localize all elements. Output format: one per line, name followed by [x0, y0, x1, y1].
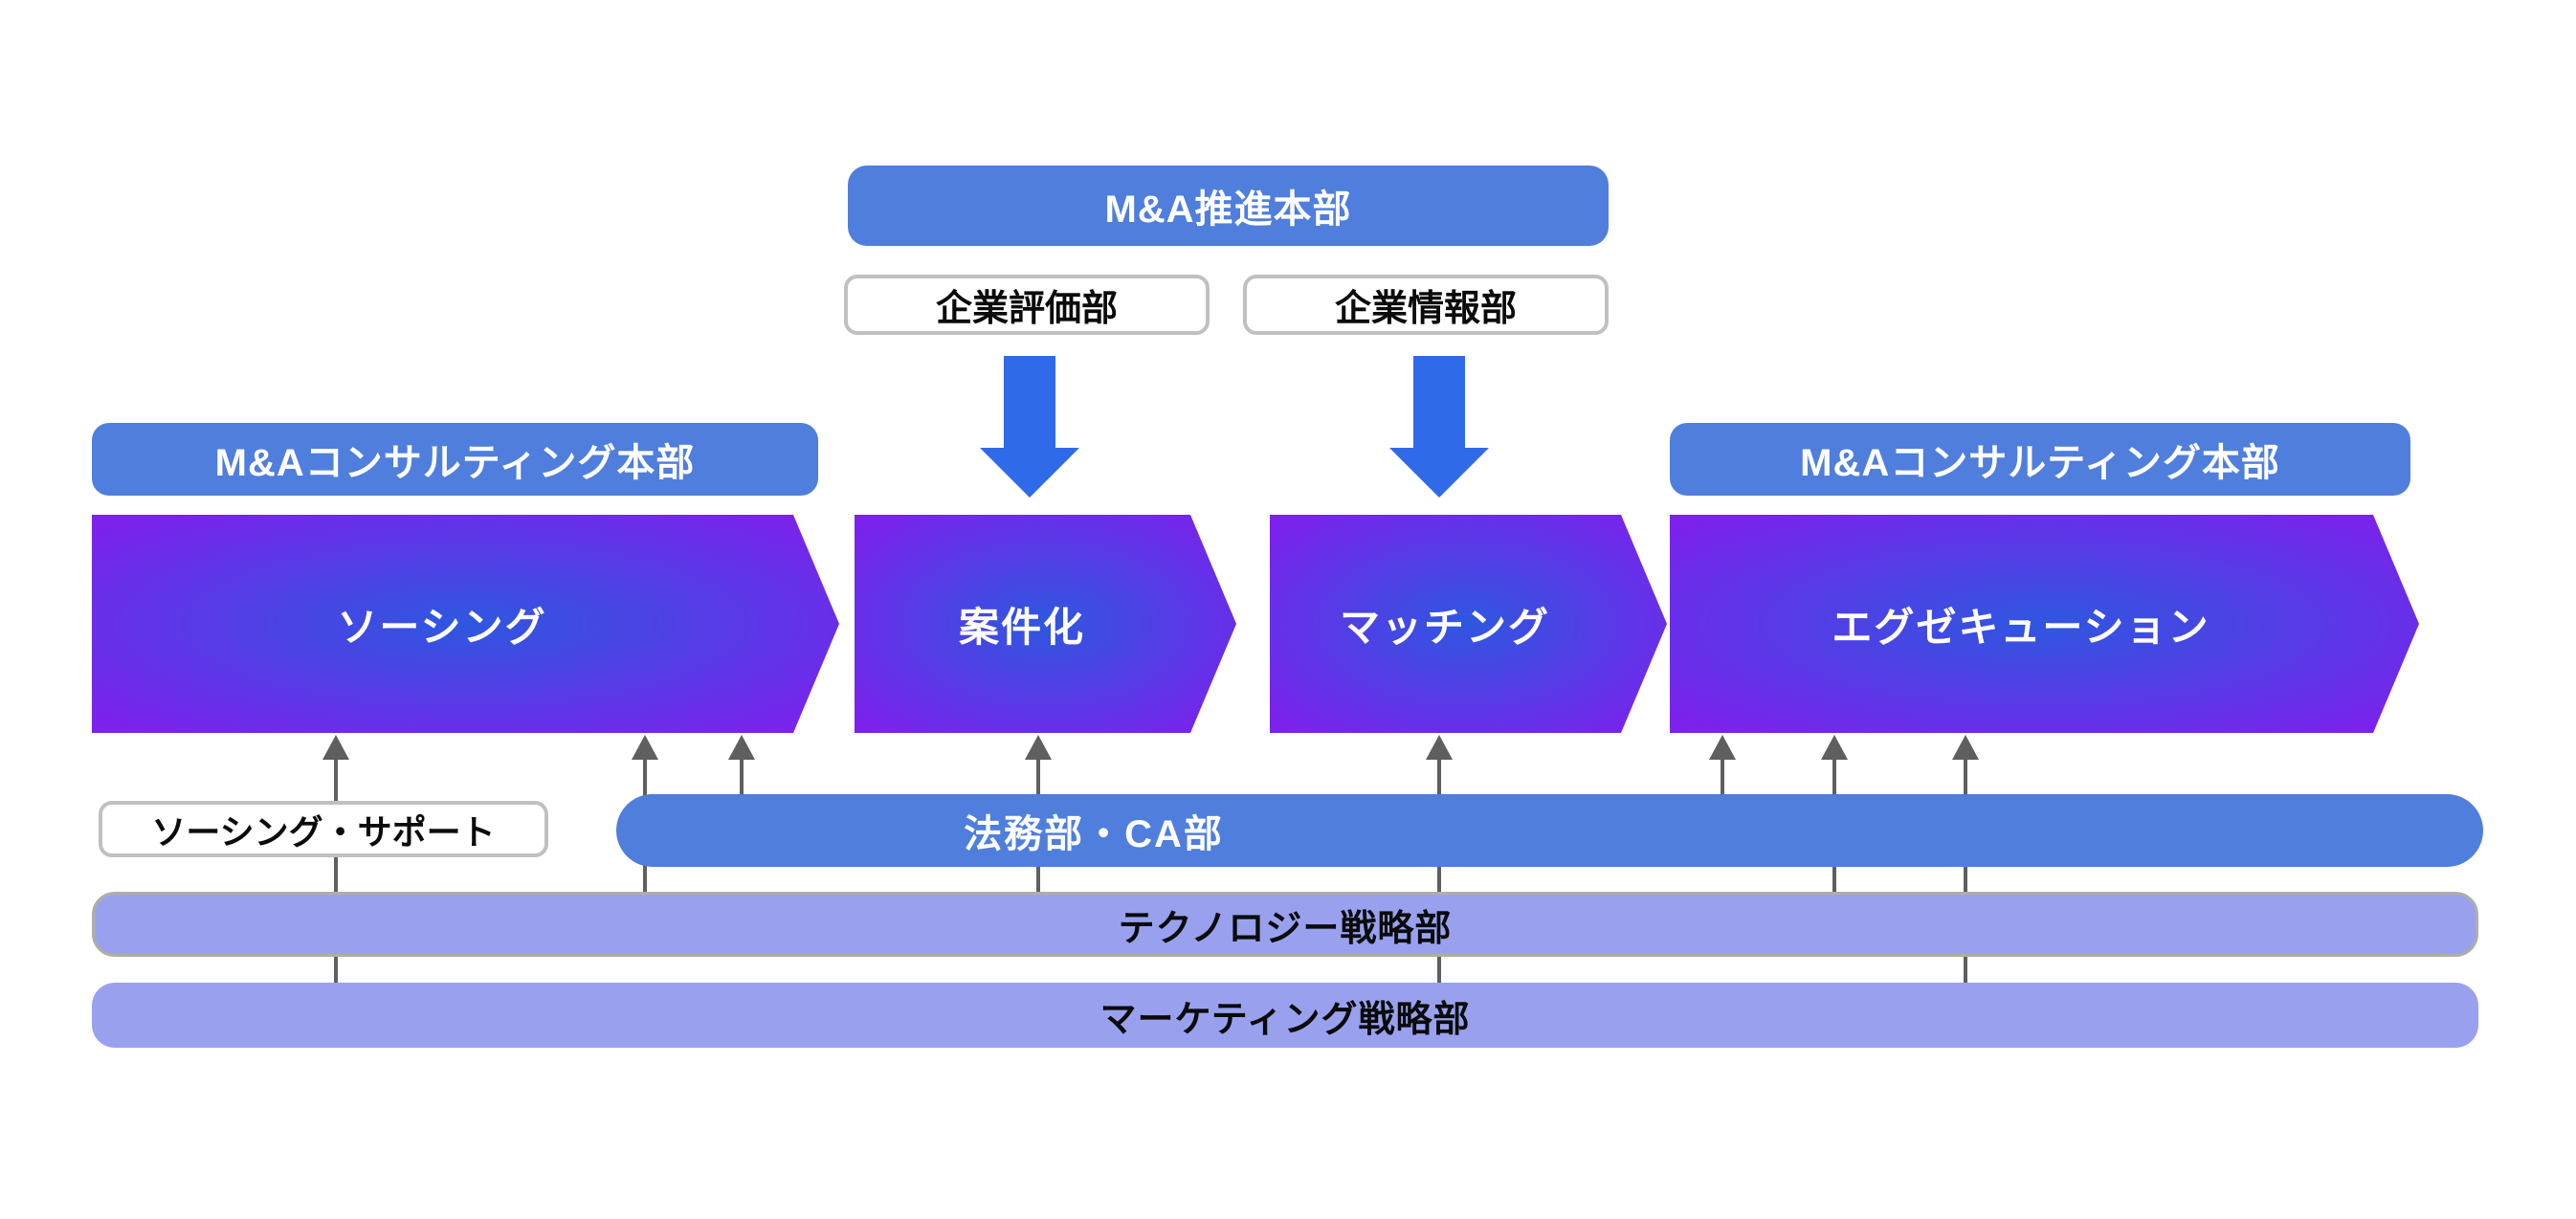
- blue-down-arrow-icon: [1389, 356, 1489, 498]
- legal-ca-dept-pill: 法務部・CA部: [616, 794, 2483, 867]
- blue-down-arrow-shaft: [1004, 356, 1055, 450]
- gray-up-arrow-icon: [1952, 735, 1979, 986]
- consulting-hq-right-label: M&Aコンサルティング本部: [1800, 442, 2280, 484]
- info-dept-box: 企業情報部: [1243, 275, 1609, 335]
- gray-up-arrow-icon: [1709, 735, 1736, 797]
- gray-up-arrow-icon: [1426, 735, 1453, 986]
- marketing-strategy-label: マーケティング戦略部: [1099, 999, 1471, 1040]
- blue-down-arrow-shaft: [1413, 356, 1465, 450]
- step-execution-label: エグゼキューション: [1832, 604, 2210, 650]
- chevron-matching: [1270, 515, 1667, 733]
- consulting-hq-left-label: M&Aコンサルティング本部: [214, 442, 696, 484]
- chevron-sourcing: [92, 515, 839, 733]
- blue-down-arrow-head: [1389, 448, 1489, 498]
- tech-strategy-label: テクノロジー戦略部: [1118, 908, 1453, 949]
- chevron-dealmaking: [855, 515, 1236, 733]
- step-sourcing-label: ソーシング: [337, 604, 547, 650]
- gray-up-arrow-icon: [322, 735, 349, 986]
- chevron-execution: [1670, 515, 2419, 733]
- sourcing-support-label: ソーシング・サポート: [151, 811, 496, 852]
- consulting-hq-left-box: M&Aコンサルティング本部: [92, 423, 818, 496]
- promotion-hq-label: M&A推進本部: [1104, 188, 1352, 231]
- blue-down-arrow-head: [980, 448, 1079, 498]
- step-dealmaking-label: 案件化: [958, 604, 1086, 650]
- sourcing-support-box: ソーシング・サポート: [99, 801, 548, 857]
- tech-strategy-bar: テクノロジー戦略部: [92, 892, 2478, 957]
- gray-up-arrow-icon: [728, 735, 755, 797]
- info-dept-label: 企業情報部: [1334, 289, 1517, 329]
- legal-ca-dept-label: 法務部・CA部: [964, 813, 1224, 855]
- blue-down-arrow-icon: [980, 356, 1079, 498]
- step-matching-label: マッチング: [1339, 604, 1551, 650]
- valuation-dept-box: 企業評価部: [844, 275, 1210, 335]
- promotion-hq-box: M&A推進本部: [848, 166, 1609, 246]
- consulting-hq-right-box: M&Aコンサルティング本部: [1670, 423, 2410, 496]
- marketing-strategy-bar: マーケティング戦略部: [92, 983, 2478, 1048]
- valuation-dept-label: 企業評価部: [935, 289, 1118, 329]
